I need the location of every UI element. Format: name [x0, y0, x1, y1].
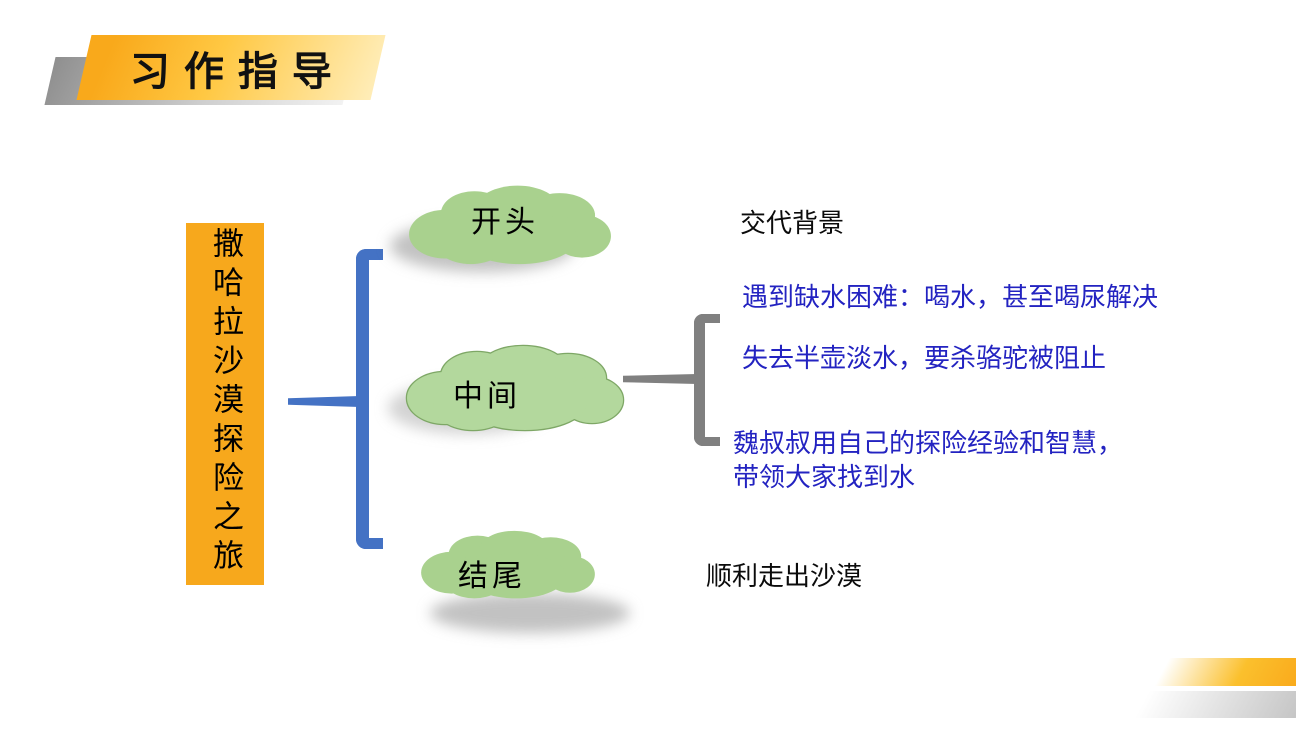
- page-title: 习作指导: [130, 49, 346, 94]
- cloud-beginning-shape: [409, 185, 611, 265]
- cloud-ending-shape: [421, 530, 595, 599]
- detail-bracket: [694, 314, 720, 446]
- topic-box: 撒哈拉沙漠探险之旅: [186, 223, 264, 585]
- decor-stripe-gray: [1134, 691, 1296, 718]
- detail-item-1: 遇到缺水困难：喝水，甚至喝尿解决: [742, 280, 1158, 314]
- detail-item-1-line: 遇到缺水困难：喝水，甚至喝尿解决: [742, 282, 1159, 312]
- note-ending: 顺利走出沙漠: [706, 561, 863, 591]
- title-banner: 习作指导: [76, 35, 386, 100]
- detail-item-2: 失去半壶淡水，要杀骆驼被阻止: [742, 341, 1106, 375]
- node-label-middle: 中间: [453, 380, 521, 413]
- topic-text: 撒哈拉沙漠探险之旅: [208, 227, 243, 578]
- note-beginning: 交代背景: [740, 208, 845, 238]
- node-label-ending: 结尾: [458, 560, 526, 593]
- cloud-ending-shadow: [430, 593, 630, 633]
- detail-item-2-line: 失去半壶淡水，要杀骆驼被阻止: [742, 343, 1107, 373]
- middle-connector-line: [623, 374, 697, 384]
- detail-item-3: 魏叔叔用自己的探险经验和智慧， 带领大家找到水: [733, 426, 1123, 494]
- node-label-beginning: 开头: [471, 206, 539, 239]
- main-bracket: [356, 249, 383, 549]
- cloud-middle-shape: [405, 344, 625, 432]
- topic-connector-line: [288, 396, 360, 407]
- detail-item-3-line-1: 魏叔叔用自己的探险经验和智慧，: [733, 428, 1124, 458]
- detail-item-3-line-2: 带领大家找到水: [733, 462, 916, 492]
- decor-stripe-yellow: [1154, 658, 1296, 686]
